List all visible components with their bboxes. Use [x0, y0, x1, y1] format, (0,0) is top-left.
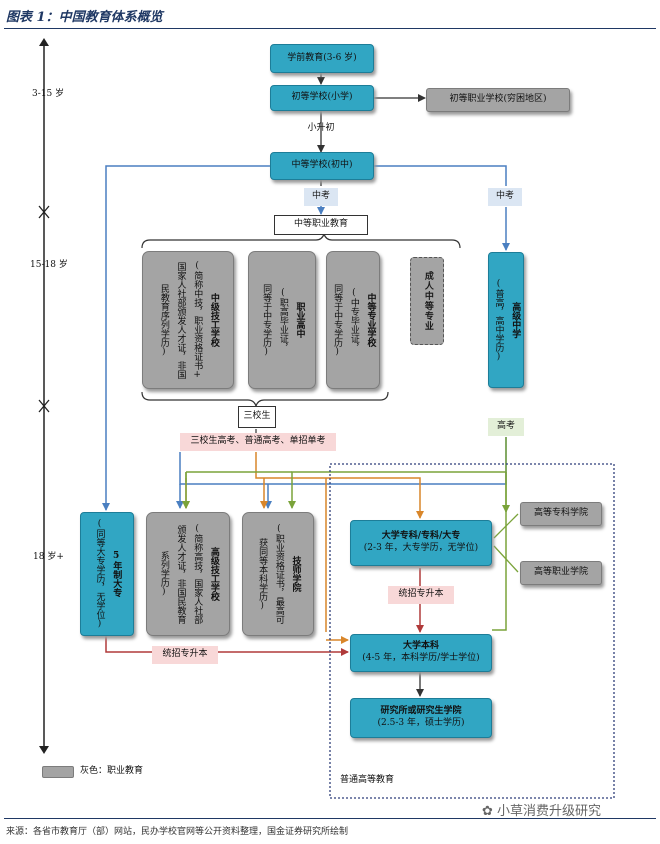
xiaoshengchu-label: 小升初 — [307, 123, 335, 134]
higher-vocational-node: 高等职业学院 — [520, 561, 602, 585]
top-rule — [4, 28, 656, 29]
figure-title: 图表 1：中国教育体系概览 — [6, 10, 163, 25]
secondary-specialized-node: 中等专业学校(中专毕业证，同等于中专学历) — [326, 251, 380, 389]
technician-college-node: 技师学院(职业资格证书，最高可获同等本科学历) — [242, 512, 314, 636]
sanxiaosheng-node: 三校生 — [238, 406, 276, 428]
gaokao-label: 高考 — [488, 418, 524, 436]
zhongkao-left-label: 中考 — [304, 188, 338, 206]
sanxiao-exams-label: 三校生高考、普通高考、单招单考 — [180, 433, 336, 451]
wechat-icon: ✿ — [482, 804, 493, 819]
high-school-node: 高级中学(普高，高中学历) — [488, 252, 524, 388]
senior-tech-school-node: 高级技工学校(简称高技，国家人社部颁发人才证，非国民教育系列学历) — [146, 512, 230, 636]
bottom-rule — [4, 818, 656, 819]
preschool-node: 学前教育(3-6 岁) — [270, 44, 374, 73]
undergraduate-node: 大学本科(4-5 年，本科学历/学士学位) — [350, 634, 492, 672]
general-higher-ed-frame — [329, 463, 615, 799]
legend-label: 灰色：职业教育 — [80, 766, 144, 777]
graduate-node: 研究所或研究生学院(2.5-3 年，硕士学历) — [350, 698, 492, 738]
zhongkao-right-label: 中考 — [488, 188, 522, 206]
higher-specialized-node: 高等专科学院 — [520, 502, 602, 526]
vocational-high-node: 职业高中(职高毕业证，同等于中专学历) — [248, 251, 316, 389]
tongzhao-label-1: 统招专升本 — [388, 586, 454, 604]
watermark: ✿ 小草消费升级研究 — [482, 804, 602, 819]
tongzhao-label-2: 统招专升本 — [152, 646, 218, 664]
primary-vocational-node: 初等职业学校(穷困地区) — [426, 88, 570, 112]
five-year-college-node: 5年制大专(同等大专学历，无学位) — [80, 512, 134, 636]
age-label-18-plus: 18 岁+ — [33, 552, 64, 562]
junior-middle-node: 中等学校(初中) — [270, 152, 374, 180]
age-label-3-15: 3-15 岁 — [32, 89, 65, 99]
legend-swatch — [42, 766, 74, 778]
age-label-15-18: 15-18 岁 — [30, 260, 68, 270]
primary-school-node: 初等学校(小学) — [270, 85, 374, 111]
general-higher-ed-label: 普通高等教育 — [340, 775, 395, 786]
adult-secondary-node: 成人中等专业 — [410, 257, 444, 345]
source-note: 来源：各省市教育厅（部）网站，民办学校官网等公开资料整理，国金证券研究所绘制 — [6, 827, 349, 837]
secondary-vocational-node: 中等职业教育 — [274, 215, 368, 235]
tech-school-node: 中级技工学校(简称中技，职业资格证书+国家人社部颁发人才证，非国民教育序列学历) — [142, 251, 234, 389]
college-diploma-node: 大学专科/专科/大专(2-3 年，大专学历，无学位) — [350, 520, 492, 566]
